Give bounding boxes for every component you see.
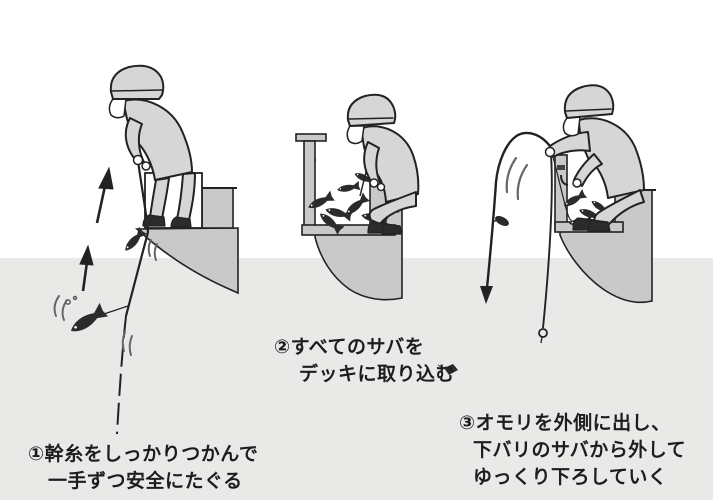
small-weight-icon: [437, 364, 458, 375]
rail: [557, 165, 565, 170]
step1-caption: ①幹糸をしっかりつかんで 一手ずつ安全にたぐる: [28, 441, 258, 495]
face: [562, 116, 581, 137]
beanie-hat-icon: [346, 93, 397, 127]
swing-line: [485, 131, 553, 289]
rail: [295, 133, 327, 142]
beanie-hat-icon: [109, 64, 165, 100]
face: [108, 98, 127, 119]
step2-caption: ②すべてのサバを デッキに取り込む: [274, 334, 455, 388]
sinker-weight-icon: [492, 216, 509, 226]
fisherman-figure: [346, 93, 420, 235]
fisherman-figure: [108, 64, 196, 228]
caption-line: ②すべてのサバを: [274, 337, 425, 358]
step2-illustration: [295, 93, 420, 301]
down-arrow-line: [480, 131, 553, 304]
dock-hull: [314, 171, 403, 301]
step3-illustration: [437, 84, 656, 375]
boot-icon: [170, 216, 192, 228]
caption-line: デッキに取り込む: [299, 364, 456, 385]
hanging-line: [538, 154, 573, 344]
caption-line: 一手ずつ安全にたぐる: [48, 471, 243, 492]
fishing-mainline: [103, 160, 150, 435]
dock-hull: [134, 227, 239, 295]
dock-hull: [559, 189, 653, 304]
caption-line: ①幹糸をしっかりつかんで: [28, 444, 259, 465]
down-arrow-icon: [480, 286, 493, 304]
beanie-hat-icon: [563, 84, 615, 119]
deck-well: [295, 133, 396, 236]
cleat-hook-icon: [560, 174, 569, 186]
face: [346, 125, 365, 145]
sea-background: [0, 258, 713, 500]
caption-line: ③オモリを外側に出し、: [459, 413, 671, 434]
line-loop-icon: [538, 328, 548, 338]
caption-line: 下バリのサバから外して: [473, 440, 687, 461]
mackerel-icon: [66, 302, 109, 338]
boot-icon: [381, 223, 403, 235]
boot-icon: [587, 219, 611, 232]
step3-caption: ③オモリを外側に出し、 下バリのサバから外して ゆっくり下ろしていく: [459, 410, 686, 491]
up-arrow-icon: [79, 166, 114, 292]
dock-step: [201, 187, 234, 229]
step1-illustration: [53, 64, 239, 435]
fisherman-figure: [544, 84, 645, 232]
boot-icon: [142, 214, 166, 227]
well-wall: [303, 140, 316, 231]
motion-lines: [53, 239, 158, 356]
motion-lines: [505, 156, 529, 201]
caption-line: ゆっくり下ろしていく: [473, 467, 668, 488]
